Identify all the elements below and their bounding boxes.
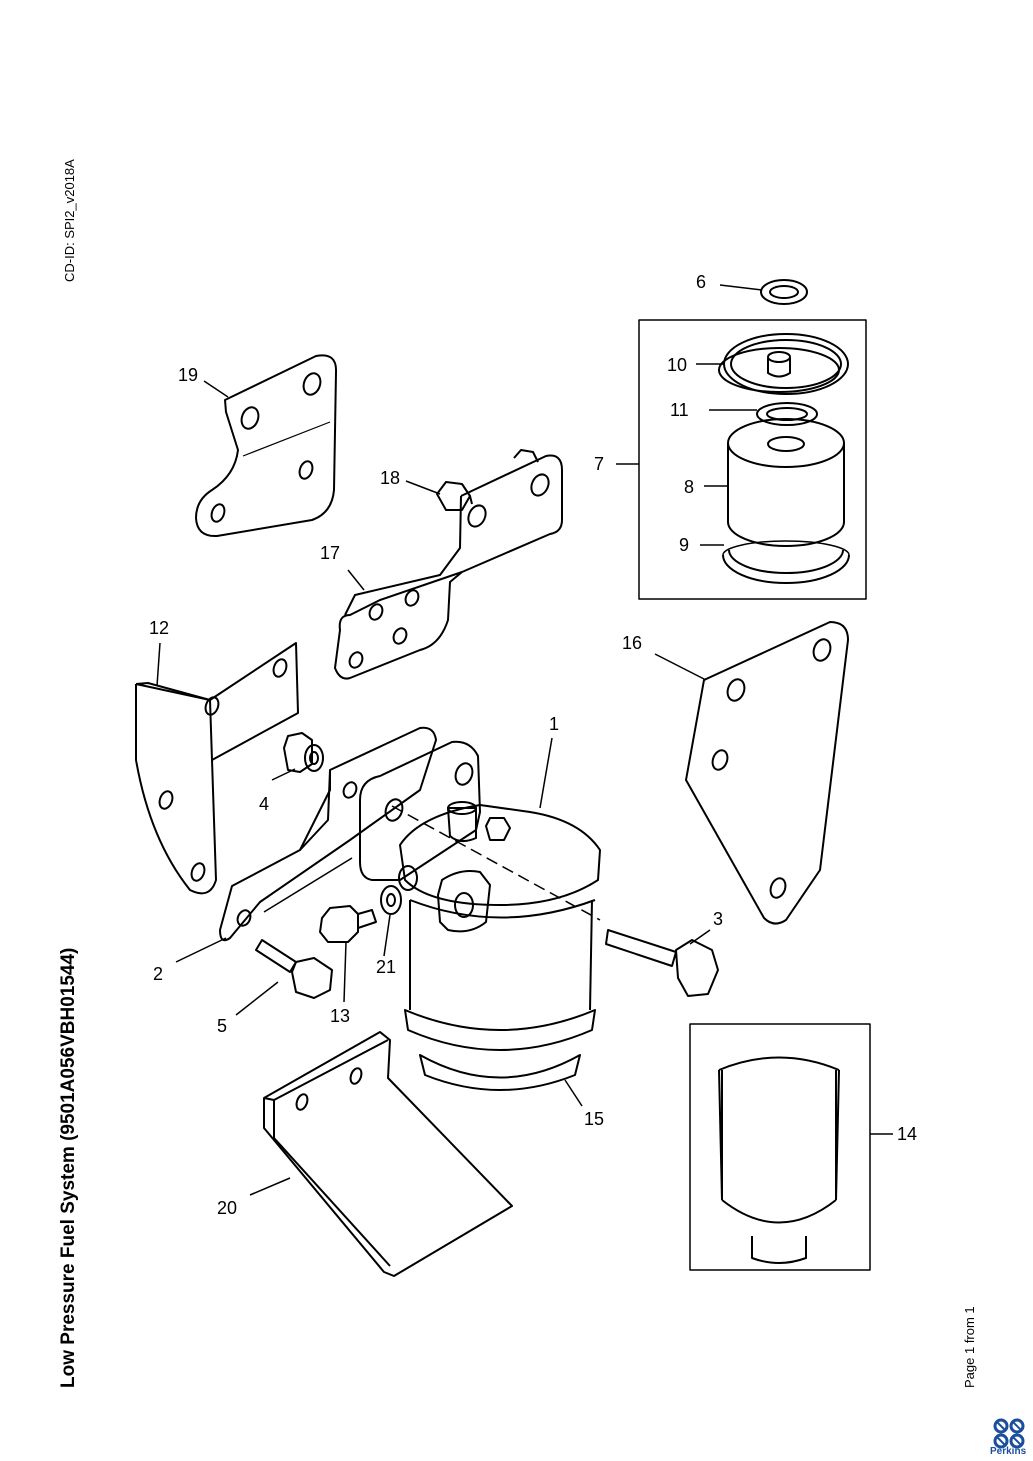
callout-7: 7 bbox=[594, 454, 604, 474]
callout-3: 3 bbox=[713, 909, 723, 929]
callout-4: 4 bbox=[259, 794, 269, 814]
callout-12: 12 bbox=[149, 618, 169, 638]
callout-14: 14 bbox=[897, 1124, 917, 1144]
part-5-bolt bbox=[255, 939, 333, 999]
callout-19: 19 bbox=[178, 365, 198, 385]
part-13-plug bbox=[319, 905, 377, 943]
part-21-washer bbox=[380, 885, 402, 915]
callout-20: 20 bbox=[217, 1198, 237, 1218]
part-7-element-kit-box bbox=[638, 319, 867, 600]
callout-15: 15 bbox=[584, 1109, 604, 1129]
part-14-filter-box bbox=[689, 1023, 871, 1271]
part-17-bracket bbox=[334, 454, 563, 680]
callout-13: 13 bbox=[330, 1006, 350, 1026]
part-2-bracket bbox=[219, 726, 437, 942]
part-1-filter-head bbox=[359, 740, 601, 933]
callout-2: 2 bbox=[153, 964, 163, 984]
callout-16: 16 bbox=[622, 633, 642, 653]
callout-6: 6 bbox=[696, 272, 706, 292]
part-12-bracket bbox=[135, 642, 299, 895]
part-6-seal-ring bbox=[760, 279, 808, 305]
perkins-logo bbox=[993, 1418, 1025, 1449]
part-20-tray bbox=[263, 1031, 513, 1277]
callout-17: 17 bbox=[320, 543, 340, 563]
callout-18: 18 bbox=[380, 468, 400, 488]
callout-21: 21 bbox=[376, 957, 396, 977]
callout-8: 8 bbox=[684, 477, 694, 497]
part-16-bracket bbox=[685, 621, 849, 925]
callout-1: 1 bbox=[549, 714, 559, 734]
part-10-large-seal bbox=[723, 333, 849, 395]
brand-name: Perkins bbox=[990, 1446, 1027, 1457]
part-19-bracket bbox=[195, 354, 338, 538]
part-15-filter-bowl bbox=[404, 899, 596, 1091]
part-4-spacer bbox=[283, 732, 324, 773]
part-14-spin-on-filter bbox=[718, 347, 840, 1264]
part-8-filter-element bbox=[727, 418, 845, 547]
part-18-bolt bbox=[436, 449, 539, 511]
callout-5: 5 bbox=[217, 1016, 227, 1036]
leader-lines bbox=[156, 284, 893, 1196]
callout-11: 11 bbox=[670, 400, 689, 420]
callout-10: 10 bbox=[667, 355, 687, 375]
part-3-bolt bbox=[605, 929, 719, 997]
callout-9: 9 bbox=[679, 535, 689, 555]
part-9-bottom-seal bbox=[722, 540, 850, 584]
